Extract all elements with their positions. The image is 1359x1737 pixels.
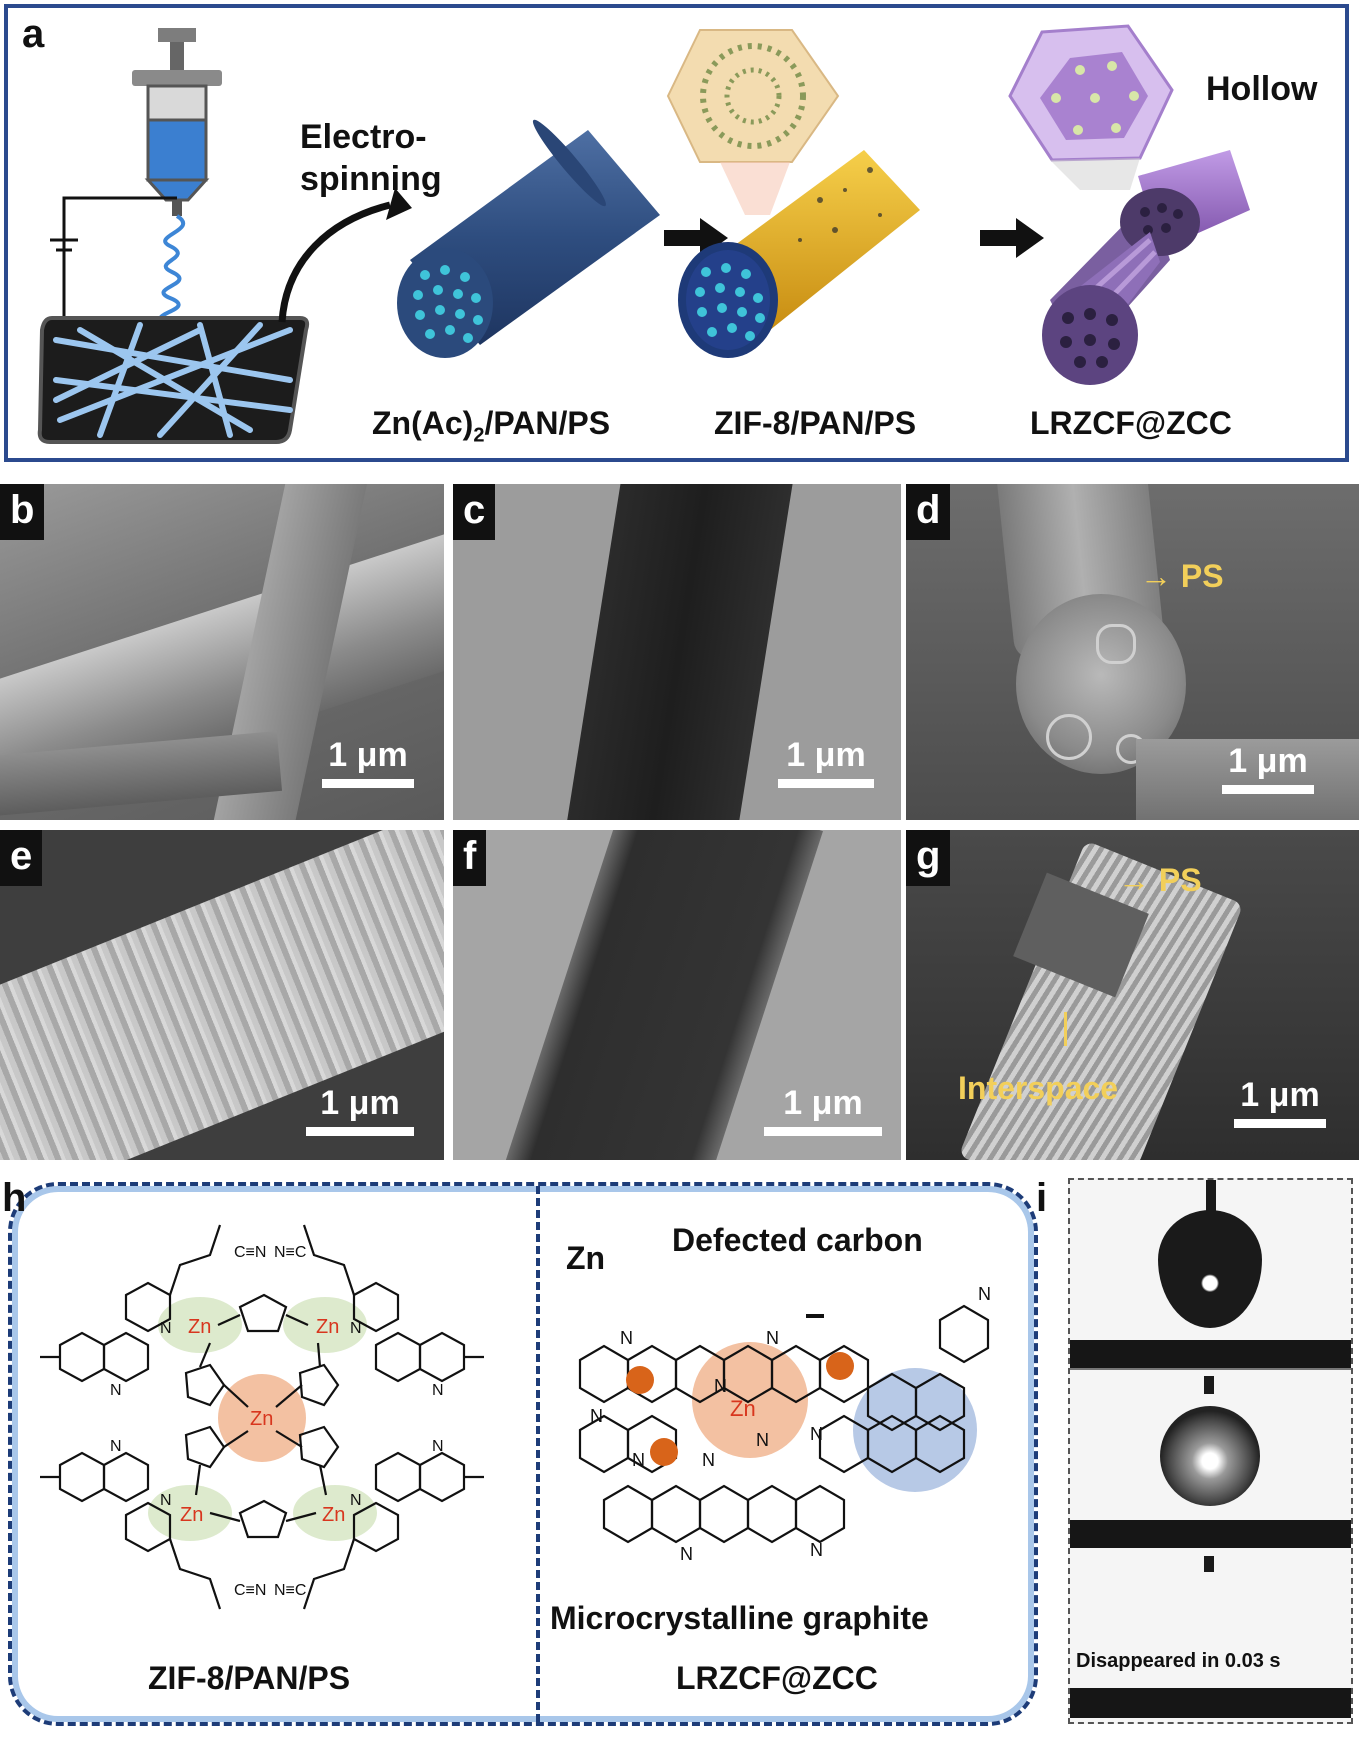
annotation-ps-g-text: PS	[1159, 862, 1202, 898]
stage-1-caption: Zn(Ac)2/PAN/PS	[372, 405, 610, 447]
zn-atom-2: Zn	[316, 1316, 339, 1338]
svg-text:N: N	[702, 1450, 715, 1470]
annotation-ps-d: → PS	[1140, 558, 1224, 595]
panel-f-label: f	[453, 830, 486, 886]
panel-b-label: b	[0, 484, 44, 540]
svg-text:N: N	[632, 1450, 645, 1470]
scale-label-f: 1 μm	[764, 1084, 882, 1123]
electrospinning-label-2: spinning	[300, 160, 442, 199]
scale-bar-g: 1 μm	[1234, 1076, 1326, 1128]
zn-site-1	[626, 1366, 654, 1394]
stage-1-rest: /PAN/PS	[484, 405, 610, 441]
scale-label-e: 1 μm	[306, 1084, 414, 1123]
scale-bar-line-b	[322, 779, 414, 788]
scale-bar-d: 1 μm	[1222, 742, 1314, 794]
svg-text:C≡N: C≡N	[234, 1244, 266, 1261]
zn-atom-3: Zn	[180, 1504, 203, 1526]
scale-bar-line-d	[1222, 785, 1314, 794]
scale-label-d: 1 μm	[1222, 742, 1314, 781]
droplet-hanging	[1158, 1210, 1262, 1328]
svg-text:N: N	[350, 1320, 362, 1337]
scale-bar-line-g	[1234, 1119, 1326, 1128]
scale-bar-line-c	[778, 779, 874, 788]
stage-3-caption: LRZCF@ZCC	[1030, 405, 1232, 442]
svg-text:N: N	[766, 1328, 779, 1348]
zn-atom-lrzcf: Zn	[730, 1396, 756, 1421]
stage-1-subscript: 2	[473, 424, 484, 446]
hollow-fiber-icon	[1042, 150, 1250, 385]
svg-text:N: N	[110, 1382, 122, 1399]
graphite-label: Microcrystalline graphite	[550, 1600, 929, 1637]
zif8-crystal-icon	[668, 30, 838, 162]
panel-h-label: h	[2, 1178, 26, 1218]
zn-atom-center: Zn	[250, 1408, 273, 1430]
stage-2-caption: ZIF-8/PAN/PS	[714, 405, 916, 442]
svg-text:C≡N: C≡N	[234, 1582, 266, 1599]
panel-e-label: e	[0, 830, 42, 886]
panel-h-divider	[536, 1186, 540, 1722]
precursor-fiber-icon	[397, 115, 660, 358]
svg-text:N≡C: N≡C	[274, 1244, 306, 1261]
panel-c-label: c	[453, 484, 495, 540]
panel-a-illustration	[0, 0, 1359, 466]
svg-text:N: N	[590, 1406, 603, 1426]
svg-text:N: N	[160, 1320, 172, 1337]
svg-text:N: N	[714, 1376, 727, 1396]
svg-text:N: N	[756, 1430, 769, 1450]
scale-label-c: 1 μm	[778, 736, 874, 775]
annotation-ps-d-text: PS	[1181, 558, 1224, 594]
left-structure-caption: ZIF-8/PAN/PS	[148, 1660, 350, 1697]
hollow-label: Hollow	[1206, 70, 1317, 109]
svg-text:N: N	[810, 1424, 823, 1444]
scale-bar-line-e	[306, 1127, 414, 1136]
scale-label-b: 1 μm	[322, 736, 414, 775]
zif8-fiber-icon	[678, 150, 920, 358]
substrate-2	[1070, 1520, 1351, 1548]
svg-text:N: N	[432, 1438, 444, 1455]
svg-text:N: N	[810, 1540, 823, 1560]
svg-text:N: N	[160, 1492, 172, 1509]
panel-a-label: a	[22, 14, 44, 54]
electrospinning-label-1: Electro-	[300, 118, 427, 157]
zn-site-3	[650, 1438, 678, 1466]
disappeared-caption: Disappeared in 0.03 s	[1076, 1650, 1281, 1673]
panel-i-frame: Disappeared in 0.03 s	[1068, 1178, 1353, 1724]
scale-label-g: 1 μm	[1234, 1076, 1326, 1115]
collector-mat-icon	[40, 318, 307, 442]
svg-text:N: N	[432, 1382, 444, 1399]
svg-text:N≡C: N≡C	[274, 1582, 306, 1599]
droplet-falling	[1160, 1406, 1260, 1506]
defected-carbon-label: Defected carbon	[672, 1222, 923, 1259]
panel-i-label: i	[1036, 1178, 1047, 1218]
annotation-interspace: Interspace	[958, 1070, 1118, 1107]
zn-atom-1: Zn	[188, 1316, 211, 1338]
panel-d-label: d	[906, 484, 950, 540]
scale-bar-c: 1 μm	[778, 736, 874, 788]
substrate-1	[1070, 1340, 1351, 1368]
scale-bar-e: 1 μm	[306, 1084, 414, 1136]
svg-text:N: N	[978, 1284, 991, 1304]
right-structure-caption: LRZCF@ZCC	[676, 1660, 878, 1697]
scale-bar-b: 1 μm	[322, 736, 414, 788]
zn-site-2	[826, 1352, 854, 1380]
zn-atom-4: Zn	[322, 1504, 345, 1526]
annotation-ps-g: → PS	[1118, 862, 1202, 899]
substrate-3	[1070, 1688, 1351, 1718]
zn-label: Zn	[566, 1240, 605, 1277]
syringe-icon	[132, 28, 222, 216]
zif8-structure-diagram: N N N N N N N N C≡N N≡C C≡N N≡C Zn Zn Zn Zn Zn	[20, 1195, 530, 1640]
interspace-arrow-icon	[1064, 1012, 1067, 1046]
svg-text:N: N	[350, 1492, 362, 1509]
svg-text:N: N	[110, 1438, 122, 1455]
stage-1-text: Zn(Ac)	[372, 405, 473, 441]
panel-g-label: g	[906, 830, 950, 886]
svg-text:N: N	[620, 1328, 633, 1348]
scale-bar-line-f	[764, 1127, 882, 1136]
svg-text:N: N	[680, 1544, 693, 1564]
lrzcf-structure-diagram: N N N N N N N N N N N Zn	[560, 1280, 1020, 1580]
scale-bar-f: 1 μm	[764, 1084, 882, 1136]
